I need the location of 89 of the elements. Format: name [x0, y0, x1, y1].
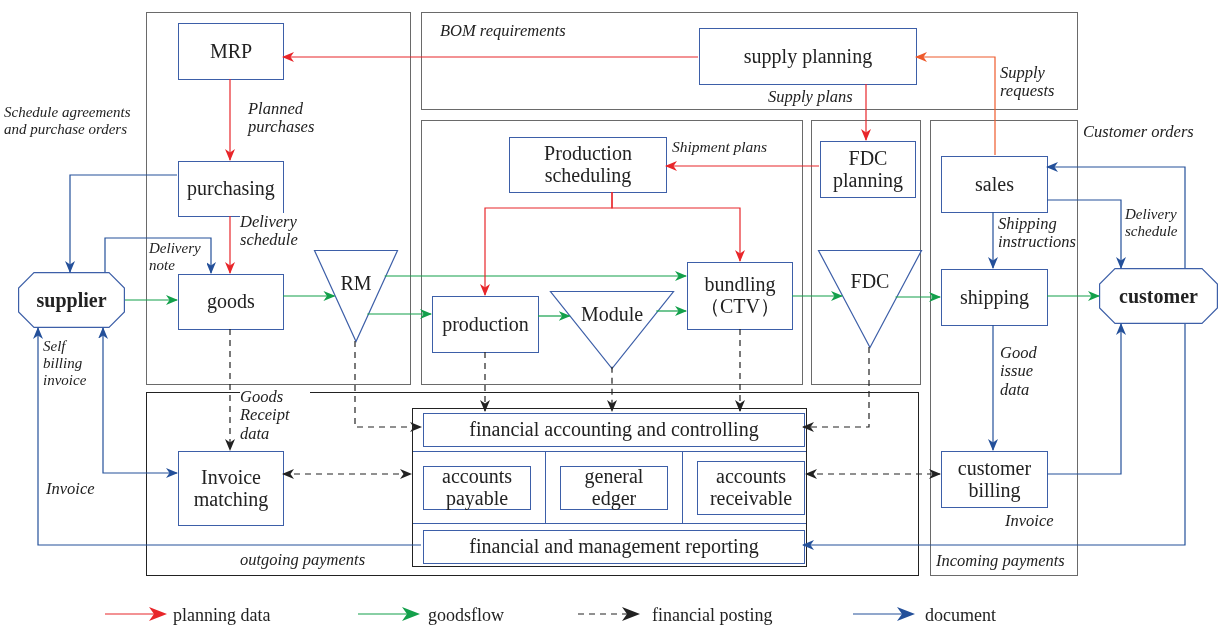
- legend-label: goodsflow: [428, 606, 504, 624]
- arrow: [33, 327, 422, 546]
- arrow: [225, 78, 235, 161]
- process-box: [432, 296, 539, 353]
- node-label: financial accounting and controlling: [469, 419, 759, 441]
- node-label: shipping: [960, 286, 1029, 309]
- process-box: [820, 141, 916, 198]
- node-label: RM: [340, 272, 372, 294]
- arrow: [282, 291, 336, 301]
- arrow: [607, 366, 617, 412]
- inventory-triangle: [550, 291, 674, 369]
- arrow: [802, 323, 1186, 550]
- process-box: [423, 466, 531, 510]
- node-label: customer billing: [956, 457, 1033, 502]
- arrow: [791, 291, 843, 301]
- process-box: [423, 413, 805, 447]
- arrow: [1046, 162, 1186, 269]
- node-label: Production scheduling: [543, 143, 633, 187]
- arrow: [65, 174, 178, 273]
- process-box: [941, 269, 1048, 326]
- arrow: [735, 328, 745, 412]
- legend-label: financial posting: [652, 606, 773, 624]
- arrow: [366, 309, 432, 319]
- node-label: Invoice matching: [192, 466, 270, 511]
- process-box: [699, 28, 917, 85]
- arrow: [384, 271, 687, 281]
- arrow: [1046, 323, 1126, 475]
- legend-label: document: [925, 606, 996, 624]
- process-box: [560, 466, 668, 510]
- arrow: [655, 306, 687, 316]
- arrow: [802, 346, 870, 432]
- process-box: [178, 161, 284, 217]
- node-label: bundling （CTV）: [699, 274, 781, 318]
- node-label: sales: [975, 173, 1014, 196]
- arrow: [104, 237, 216, 274]
- arrow: [282, 469, 412, 479]
- node-label: accounts receivable: [708, 466, 794, 510]
- process-box: [941, 451, 1048, 508]
- process-box: [178, 451, 284, 526]
- area-frame: [930, 120, 1078, 576]
- arrow: [894, 292, 941, 302]
- partner-octagon: [1099, 268, 1218, 324]
- area-frame: [146, 12, 411, 385]
- process-box: [423, 530, 805, 564]
- arrow: [124, 295, 178, 305]
- process-box: [941, 156, 1048, 213]
- node-label: accounts payable: [441, 466, 513, 510]
- area-frame: [811, 120, 921, 385]
- inventory-triangle: [818, 250, 922, 348]
- arrow: [861, 83, 871, 141]
- arrow: [988, 211, 998, 269]
- arrow: [282, 52, 699, 62]
- arrow: [225, 215, 235, 274]
- node-label: MRP: [209, 40, 253, 63]
- node-label: financial and management reporting: [469, 536, 759, 558]
- node-label: production: [442, 313, 529, 336]
- node-label: FDC planning: [832, 147, 904, 192]
- arrow: [1046, 291, 1100, 301]
- process-box: [178, 274, 284, 330]
- area-frame: [421, 12, 1078, 110]
- node-label: purchasing: [187, 178, 275, 200]
- arrow: [98, 327, 178, 478]
- finance-module-panel: [412, 408, 807, 567]
- legend-label: planning data: [173, 606, 271, 624]
- node-label: supply planning: [743, 45, 873, 68]
- process-box: [697, 461, 805, 515]
- partner-octagon: [18, 272, 125, 328]
- process-box: [178, 23, 284, 80]
- arrow: [354, 340, 422, 432]
- area-frame: [146, 392, 919, 576]
- node-label: supplier: [36, 289, 107, 311]
- node-label: customer: [1119, 285, 1198, 307]
- arrow: [915, 52, 996, 156]
- area-frame: [421, 120, 803, 385]
- inventory-triangle: [314, 250, 398, 342]
- node-label: goods: [207, 291, 255, 313]
- node-label: Module: [580, 303, 644, 325]
- node-label: FDC: [850, 270, 890, 292]
- process-box: [509, 137, 667, 193]
- arrow: [805, 469, 941, 479]
- arrow: [611, 191, 745, 262]
- arrow: [1046, 199, 1126, 269]
- arrow: [665, 161, 820, 171]
- arrow: [988, 324, 998, 451]
- arrow: [537, 311, 571, 321]
- arrow: [480, 351, 490, 412]
- arrow: [225, 328, 235, 451]
- node-label: general edger: [583, 466, 645, 510]
- process-box: [687, 262, 793, 330]
